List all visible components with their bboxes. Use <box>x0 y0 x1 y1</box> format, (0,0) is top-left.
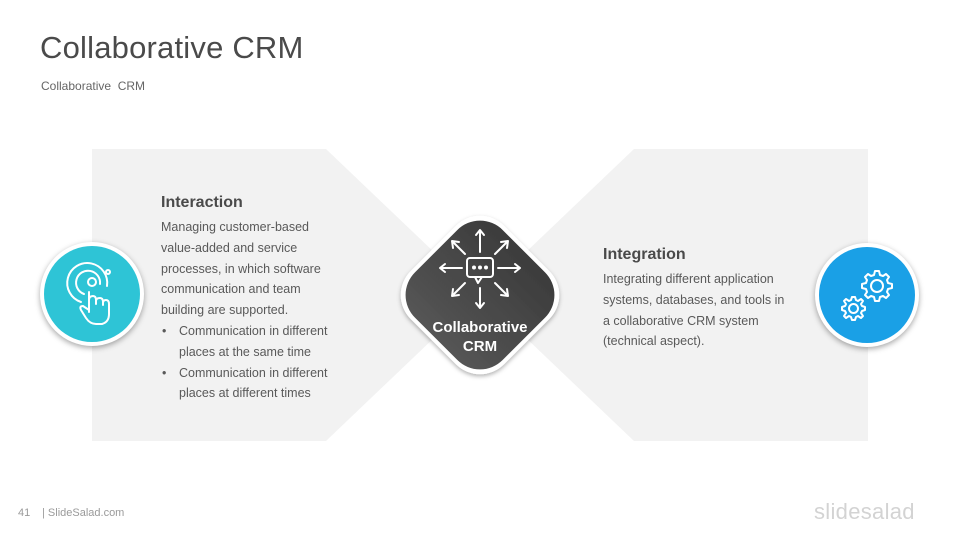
interaction-panel: Interaction Managing customer-based valu… <box>161 193 351 404</box>
interaction-body-line: Managing customer-based <box>161 220 309 234</box>
integration-body-line: (technical aspect). <box>603 334 705 349</box>
integration-title: Integration <box>603 246 686 263</box>
interaction-icon-bg <box>44 246 140 342</box>
interaction-icon-circle <box>40 242 144 346</box>
slide-subtitle: Collaborative CRM <box>41 79 146 93</box>
bullet-line: places at different times <box>179 386 311 401</box>
integration-panel: Integration Integrating different applic… <box>603 245 813 352</box>
footer-site: | SlideSalad.com <box>42 507 125 519</box>
interaction-body-line: processes, in which software <box>161 261 321 276</box>
bullet-line: Communication in different <box>179 323 328 338</box>
slide-title: Collaborative CRM <box>40 30 304 65</box>
integration-body-line: systems, databases, and tools in <box>603 292 785 307</box>
center-label: Collaborative CRM <box>405 318 555 356</box>
integration-body-line: a collaborative CRM system <box>603 313 759 328</box>
page-number: 41 <box>18 507 31 519</box>
interaction-bullets: Communication in different places at the… <box>161 321 351 404</box>
touch-hand-icon <box>66 262 111 325</box>
integration-icon-bg <box>819 247 915 343</box>
center-label-line2: CRM <box>462 338 498 355</box>
center-label-line1: Collaborative <box>432 319 528 336</box>
gears-icon <box>841 270 893 321</box>
interaction-body-line: value-added and service <box>161 240 298 255</box>
right-panel-shape <box>481 149 868 441</box>
bullet-line: Communication in different <box>179 365 328 380</box>
brand-logo: slidesalad <box>814 499 915 524</box>
bullet-item: Communication in different places at dif… <box>162 363 351 405</box>
chat-arrows-icon <box>439 229 521 309</box>
bullet-line: places at the same time <box>179 344 312 359</box>
integration-body-line: Integrating different application <box>603 272 774 286</box>
interaction-body-line: communication and team <box>161 282 301 297</box>
interaction-title: Interaction <box>161 194 243 211</box>
bullet-item: Communication in different places at the… <box>162 321 351 363</box>
interaction-body-line: building are supported. <box>161 303 289 318</box>
integration-icon-circle <box>815 243 919 347</box>
